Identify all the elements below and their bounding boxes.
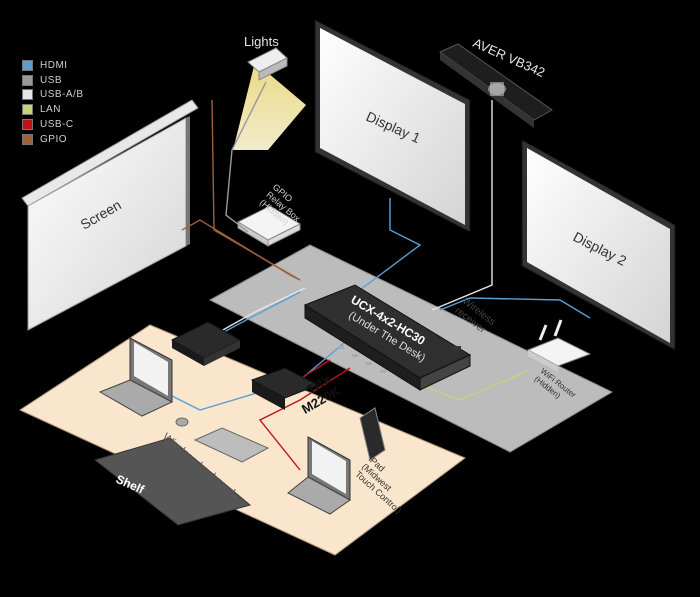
usb-cable-lights [225, 81, 267, 233]
wireless-receiver [452, 346, 461, 350]
legend-label-usb-c: USB-C [40, 119, 74, 131]
tbx-box [250, 367, 320, 410]
ipad [359, 407, 386, 461]
legend-label-usb-ab: USB-A/B [40, 89, 84, 101]
legend-item-gpio: GPIO [22, 132, 84, 147]
legend-swatch-usb-ab [22, 89, 33, 101]
aver-camera [439, 43, 553, 128]
usb-c-cable-laptop2 [258, 367, 351, 471]
legend-label-hdmi: HDMI [40, 59, 68, 71]
legend-item-lan: LAN [22, 102, 84, 117]
laptop-1 [98, 337, 174, 417]
usb-cable-camera [431, 100, 493, 311]
legend-label-usb: USB [40, 74, 63, 86]
legend-item-hdmi: HDMI [22, 58, 84, 73]
display-2 [521, 139, 676, 351]
hdmi-cable-laptop [149, 337, 351, 411]
legend-item-usb-ab: USB-A/B [22, 88, 84, 103]
keyboard-and-mouse [175, 417, 270, 463]
projection-screen [21, 99, 199, 331]
legend-label-gpio: GPIO [40, 133, 68, 145]
legend-swatch-usb [22, 74, 33, 86]
legend-item-usb: USB [22, 73, 84, 88]
gpio-cable-lights [211, 99, 301, 281]
ucx-switcher [303, 284, 472, 391]
wifi-router [526, 319, 592, 372]
legend-item-usb-c: USB-C [22, 117, 84, 132]
legend-swatch-usb-c [22, 119, 33, 131]
shelf-platform [93, 437, 252, 526]
hdmi-cable-display2 [439, 297, 591, 319]
lan-cable-router [419, 369, 531, 401]
legend-label-lan: LAN [40, 104, 61, 116]
laptop-2 [287, 436, 351, 515]
legend-swatch-lan [22, 104, 33, 116]
lights-label: Lights [244, 34, 279, 49]
display-1 [314, 19, 471, 233]
legend-swatch-gpio [22, 133, 33, 145]
hdmi-cable-display1 [359, 198, 422, 291]
lights-fixture [233, 47, 306, 150]
legend-swatch-hdmi [22, 59, 33, 71]
capture-box [170, 321, 242, 366]
gpio-relay-box [236, 205, 302, 247]
cable-legend: HDMI USB USB-A/B LAN USB-C GPIO [22, 58, 84, 147]
